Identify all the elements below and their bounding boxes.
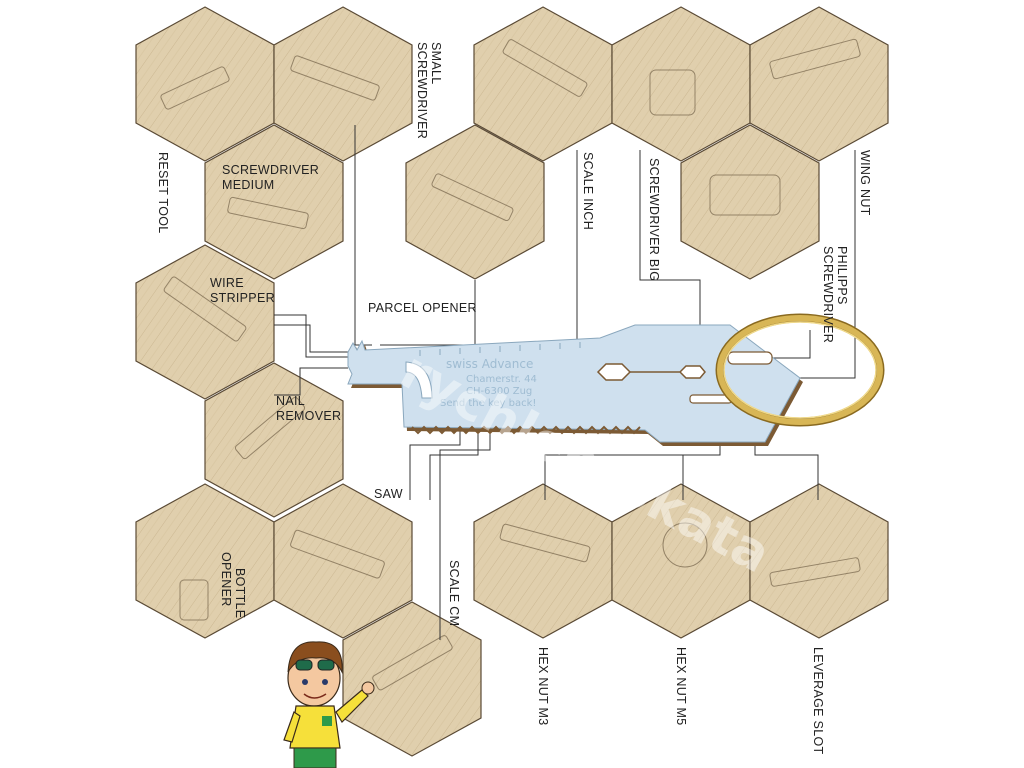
label-scale-cm: SCALE CM (447, 560, 461, 626)
hex-screwdriver-medium (204, 124, 344, 280)
label-wire-stripper-line1: WIRE (210, 276, 244, 290)
label-hex-nut-m5: HEX NUT M5 (674, 647, 688, 725)
label-leverage-slot: LEVERAGE SLOT (811, 647, 825, 754)
hex-hex-nut-m3 (473, 483, 613, 639)
leader-lines (274, 125, 856, 640)
key-address-line1: Chamerstr. 44 (466, 374, 537, 385)
hex-bottle-opener (135, 483, 275, 639)
hex-philipps-screwdriver (680, 124, 820, 280)
label-saw: SAW (374, 487, 403, 501)
hex-leverage-slot (749, 483, 889, 639)
key-ring (715, 313, 885, 427)
label-parcel-opener: PARCEL OPENER (368, 301, 477, 315)
mascot-boy (283, 641, 375, 768)
label-bottle-opener-line2: OPENER (219, 552, 233, 607)
label-reset-tool: RESET TOOL (156, 152, 170, 234)
hex-nail-remover (204, 362, 344, 518)
hex-parcel-opener (405, 124, 545, 280)
hex-wing-nut (749, 6, 889, 162)
key-address-line2: CH-6300 Zug (466, 386, 532, 397)
hex-tiles (135, 6, 889, 757)
hex-scale-cm (342, 601, 482, 757)
hex-wire-stripper (135, 244, 275, 400)
hex-saw (273, 483, 413, 639)
hex-sketches (160, 38, 861, 691)
key-address-line3: Send the key back! (440, 398, 536, 409)
label-wing-nut: WING NUT (858, 150, 872, 216)
label-screwdriver-medium-line2: MEDIUM (222, 178, 275, 192)
multitool-key: swiss Advance Chamerstr. 44 CH-6300 Zug … (347, 324, 803, 446)
label-nail-remover-line2: REMOVER (276, 409, 341, 423)
label-hex-nut-m3: HEX NUT M3 (536, 647, 550, 725)
label-screwdriver-small-line1: SCREWDRIVER (415, 42, 429, 139)
label-screwdriver-small-line2: SMALL (429, 42, 443, 85)
label-nail-remover-line1: NAIL (276, 394, 305, 408)
label-screwdriver-medium-line1: SCREWDRIVER (222, 163, 319, 177)
label-wire-stripper-line2: STRIPPER (210, 291, 275, 305)
key-brand-text: swiss Advance (446, 357, 533, 371)
label-scale-inch: SCALE INCH (581, 152, 595, 230)
label-bottle-opener-line1: BOTTLE (233, 568, 247, 618)
label-philipps-line1: PHILIPPS (835, 246, 849, 305)
label-philipps-line2: SCREWDRIVER (821, 246, 835, 343)
label-screwdriver-big: SCREWDRIVER BIG (647, 158, 661, 281)
hex-screwdriver-small (273, 6, 413, 162)
